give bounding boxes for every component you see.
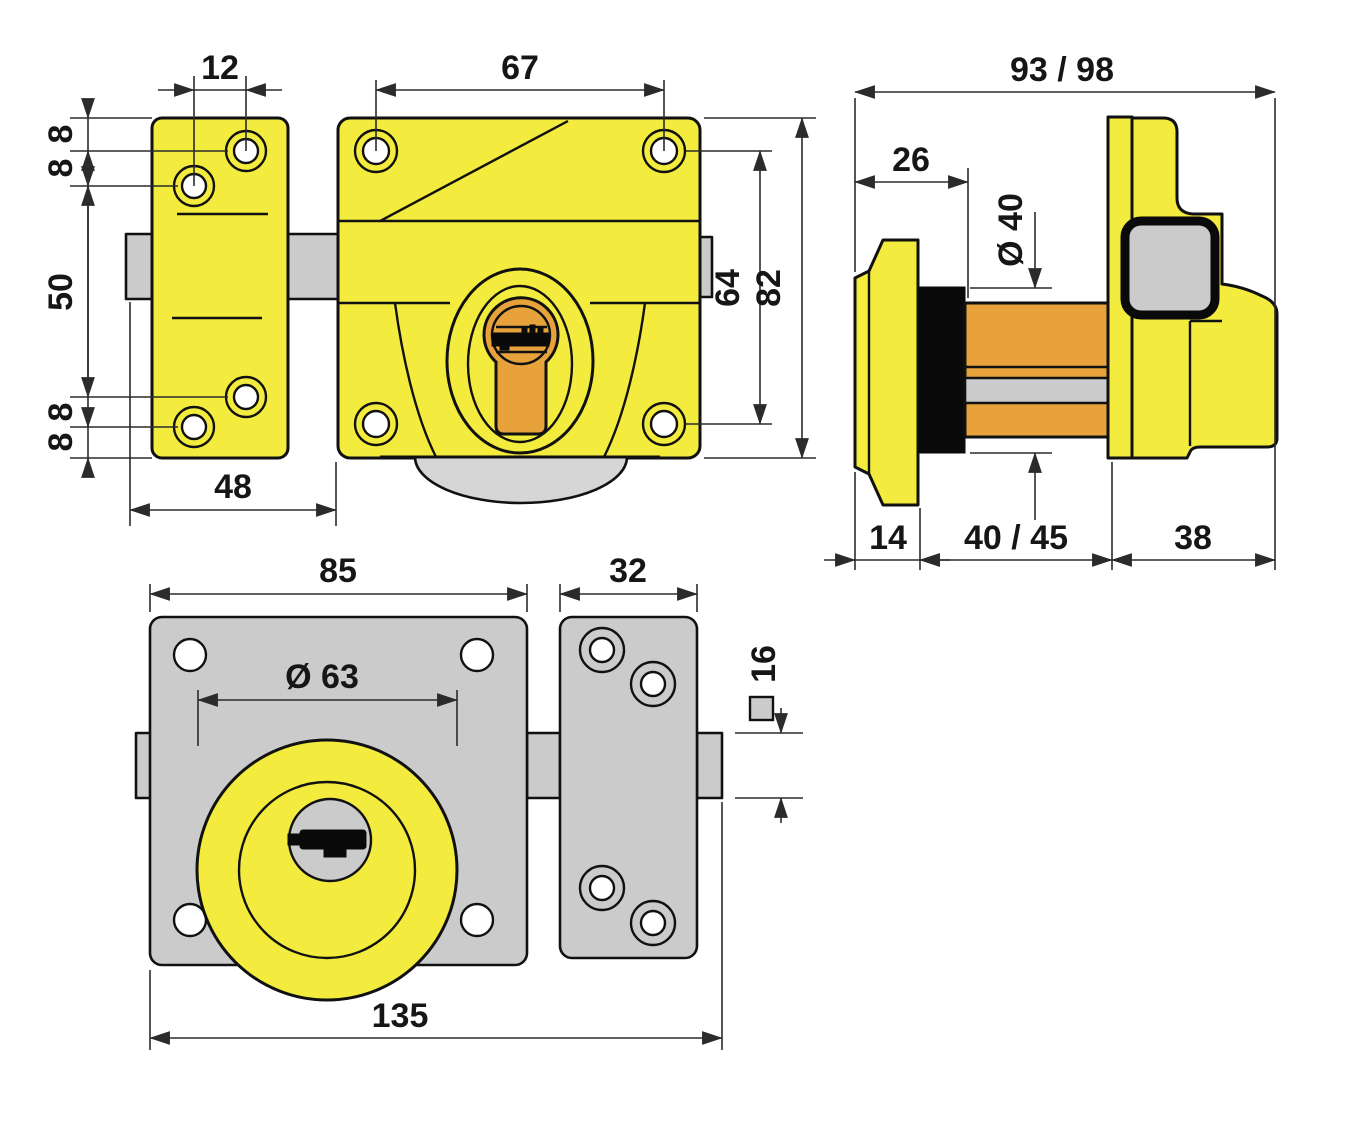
dim-label-85: 85: [319, 552, 357, 590]
key-slot: [491, 324, 550, 351]
dim-keeper-width: 32: [559, 552, 698, 612]
dim-label-40-45: 40 / 45: [964, 519, 1068, 557]
dim-label-14: 14: [869, 519, 907, 557]
dim-body-hole-spacing: 67: [375, 49, 665, 151]
dim-bolt-to-body: 48: [129, 302, 337, 526]
dim-cylinder-diameter: Ø 40: [970, 193, 1052, 520]
dim-label-135: 135: [372, 997, 429, 1035]
thumb-turn-knob: [195, 738, 459, 1002]
dim-label-dia-40: Ø 40: [992, 193, 1030, 267]
dim-label-8-top1: 8: [42, 125, 80, 144]
lock-body-front: [336, 116, 702, 505]
dim-keeper-vertical-chain: 8 8 50 8 8: [42, 98, 228, 478]
dim-overall-depth: 93 / 98: [854, 51, 1276, 570]
dim-keeper-hole-spacing: 12: [158, 49, 282, 186]
dim-plate-width: 85: [149, 552, 528, 612]
cylinder-rosette: [853, 238, 920, 507]
dim-label-16: 16: [745, 645, 783, 683]
dim-label-64: 64: [709, 269, 747, 307]
side-view: 93 / 98 26 Ø 40 14 40 / 45: [824, 51, 1279, 570]
key-slot-back: [287, 829, 367, 858]
back-view: 85 32 Ø 63 16: [134, 552, 803, 1050]
dim-cylinder-projection: 26: [854, 141, 969, 298]
cylinder-collar: [917, 286, 966, 454]
front-view: 12 67 8 8 50 8 8: [42, 49, 816, 526]
square-section-symbol: [748, 695, 775, 722]
dim-label-8-bottom2: 8: [42, 433, 80, 452]
dim-label-8-bottom1: 8: [42, 403, 80, 422]
dim-label-67: 67: [501, 49, 539, 87]
dim-label-82: 82: [750, 269, 788, 307]
euro-cylinder-front: [445, 267, 595, 455]
dim-label-26: 26: [892, 141, 930, 179]
dim-bolt-square: 16: [735, 645, 803, 823]
dim-label-38: 38: [1174, 519, 1212, 557]
spindle-square-hole: [1120, 216, 1220, 320]
keeper-plate-back: [558, 615, 699, 960]
dim-label-50: 50: [42, 273, 80, 311]
cylinder-shaft: [963, 301, 1110, 439]
dim-body-height: 82: [704, 117, 816, 459]
dim-label-12: 12: [201, 49, 239, 87]
dim-body-hole-span: 64: [686, 150, 772, 425]
dim-label-48: 48: [214, 468, 252, 506]
dim-overall-width: 135: [149, 802, 723, 1050]
dim-label-93-98: 93 / 98: [1010, 51, 1114, 89]
keeper-plate-front: [150, 116, 290, 460]
dim-side-bottom-chain: 14 40 / 45 38: [824, 462, 1276, 570]
dim-knob-diameter: Ø 63: [197, 658, 458, 746]
dim-label-32: 32: [609, 552, 647, 590]
dim-label-dia-63: Ø 63: [285, 658, 359, 696]
roller-segment: [413, 455, 629, 505]
dim-label-8-top2: 8: [42, 159, 80, 178]
lock-body-side: [1106, 115, 1279, 460]
